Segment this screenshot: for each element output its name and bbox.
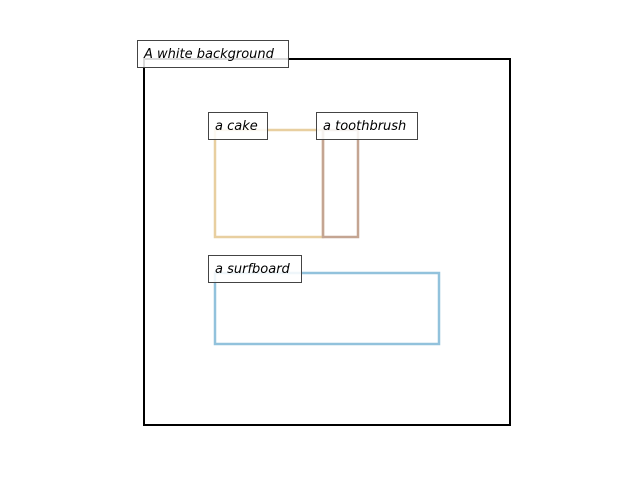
surfboard-box [213,271,441,346]
background-label: A white background [137,40,289,68]
background-frame [143,58,511,426]
cake-label: a cake [208,112,268,140]
surfboard-label: a surfboard [208,255,302,283]
surfboard-label-text: a surfboard [215,262,291,277]
cake-label-text: a cake [215,119,258,134]
cake-box [213,128,325,239]
toothbrush-label-text: a toothbrush [323,119,406,134]
background-label-text: A white background [143,47,275,62]
toothbrush-label: a toothbrush [316,112,418,140]
toothbrush-box [321,128,360,239]
